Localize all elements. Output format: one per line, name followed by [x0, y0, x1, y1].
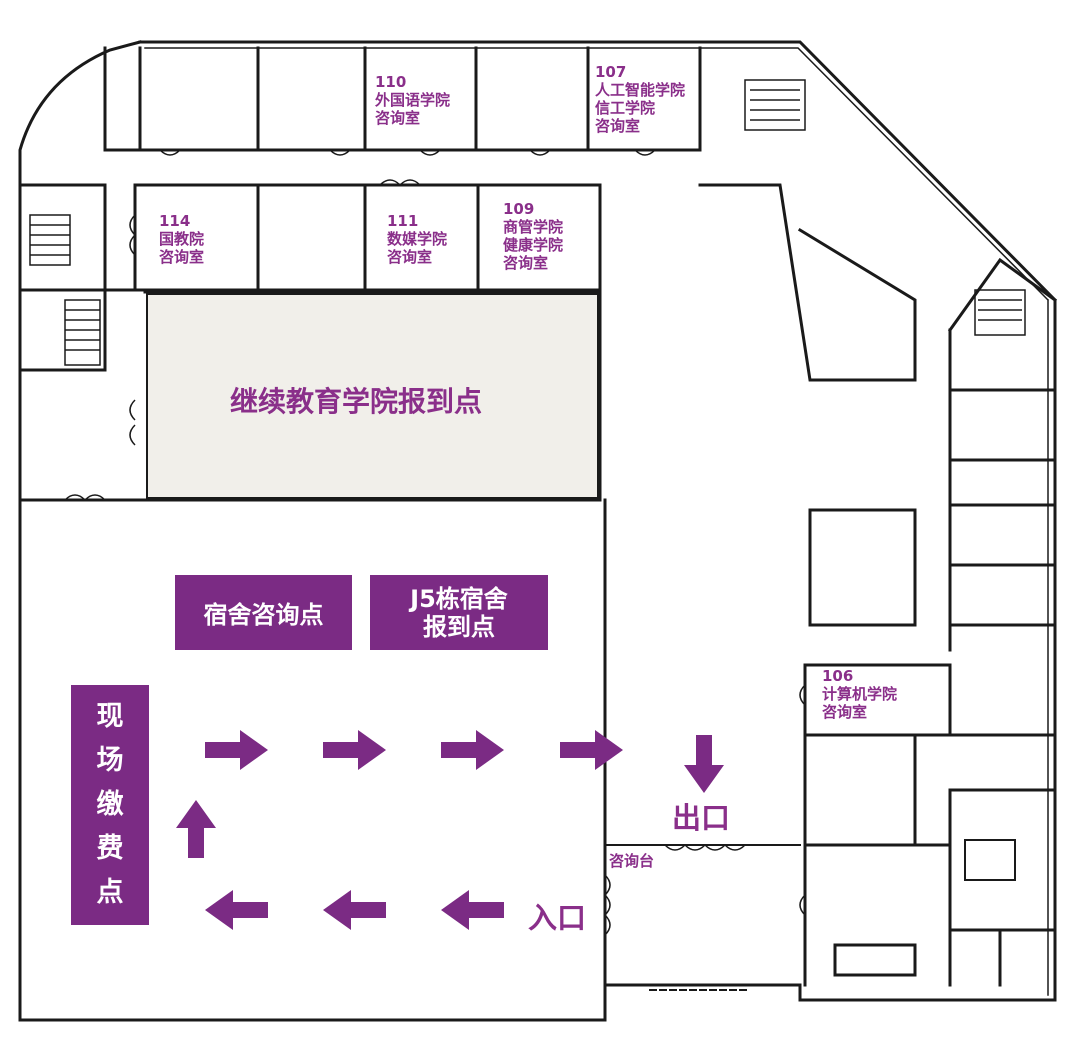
- exit-label: 出口: [672, 801, 731, 835]
- j5-dorm-checkin-box: J5栋宿舍 报到点: [370, 575, 548, 650]
- door-arcs: [64, 149, 806, 936]
- arrow-right-4: [560, 730, 623, 770]
- room-106-label: 106 计算机学院 咨询室: [822, 667, 898, 721]
- room-106-walls: [803, 663, 1057, 987]
- outer-wall-inner: [144, 47, 1050, 996]
- arrow-right-3: [441, 730, 504, 770]
- arrow-left-2: [323, 890, 386, 930]
- arrow-right-2: [323, 730, 386, 770]
- north-room-dividers: [138, 46, 702, 152]
- arrow-left-3: [441, 890, 504, 930]
- hall-fill: [147, 294, 598, 498]
- hall-label: 继续教育学院报到点: [230, 385, 483, 418]
- hall-border: [146, 293, 599, 499]
- room-114-label: 114 国教院 咨询室: [159, 212, 205, 266]
- stair-hatching: [29, 79, 1026, 366]
- info-desk-label: 咨询台: [609, 852, 655, 870]
- east-diagonal-walls: [698, 183, 917, 382]
- flow-arrows: [176, 730, 724, 930]
- arrow-down: [684, 735, 724, 793]
- east-corridor-walls: [808, 508, 917, 627]
- arrow-right-1: [205, 730, 268, 770]
- arrow-left-1: [205, 890, 268, 930]
- second-row-walls: [133, 183, 602, 292]
- room-109-label: 109 商管学院 健康学院 咨询室: [503, 200, 564, 272]
- outer-wall: [18, 40, 1057, 1022]
- room-107-label: 107 人工智能学院 信工学院 咨询室: [595, 63, 686, 135]
- north-corridor-wall: [103, 46, 702, 152]
- east-service-walls: [948, 388, 1057, 652]
- entrance-label: 入口: [528, 901, 587, 935]
- arrow-up: [176, 800, 216, 858]
- dorm-consult-box: 宿舍咨询点: [175, 575, 352, 650]
- onsite-payment-box: 现 场 缴 费 点: [71, 685, 149, 925]
- east-stair-walls: [947, 257, 1058, 392]
- hall-walls: [143, 290, 602, 502]
- room-110-label: 110 外国语学院 咨询室: [375, 73, 451, 127]
- room-111-label: 111 数媒学院 咨询室: [387, 212, 448, 266]
- stair-small: [964, 839, 1016, 881]
- southeast-rooms: [833, 788, 1057, 987]
- west-wing-walls: [18, 183, 147, 502]
